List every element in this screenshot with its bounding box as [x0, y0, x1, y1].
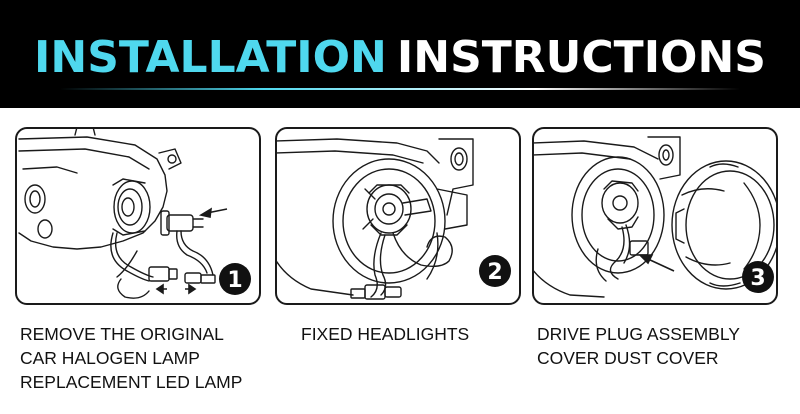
step-3-caption: DRIVE PLUG ASSEMBLY COVER DUST COVER	[537, 322, 740, 370]
step-3-badge	[742, 261, 774, 293]
step-3-number: 3	[750, 266, 765, 291]
step-1-illustration: 1	[18, 129, 251, 299]
step-2-number: 2	[487, 260, 502, 285]
step-2-badge	[479, 255, 511, 287]
step-1-caption-line: CAR HALOGEN LAMP	[20, 348, 200, 368]
step-2-caption-line: FIXED HEADLIGHTS	[301, 324, 470, 344]
step-1-badge	[219, 263, 251, 295]
title-underline	[60, 88, 740, 90]
step-1-caption: REMOVE THE ORIGINAL CAR HALOGEN LAMP REP…	[20, 322, 242, 394]
step-3-panel: 3	[532, 127, 778, 305]
step-2-illustration: 2	[277, 138, 511, 300]
step-3-caption-line: DRIVE PLUG ASSEMBLY	[537, 324, 740, 344]
step-1-caption-line: REMOVE THE ORIGINAL	[20, 324, 224, 344]
step-3-illustration: 3	[534, 136, 776, 298]
step-2-caption: FIXED HEADLIGHTS	[301, 322, 469, 346]
title-word-instructions: INSTRUCTIONS	[396, 32, 766, 83]
step-2-panel: 2	[275, 127, 521, 305]
step-1-panel: 1	[15, 127, 261, 305]
step-1-number: 1	[227, 268, 242, 293]
title-word-installation: INSTALLATION	[34, 32, 387, 83]
step-3-caption-line: COVER DUST COVER	[537, 348, 719, 368]
step-1-caption-line: REPLACEMENT LED LAMP	[20, 372, 243, 392]
